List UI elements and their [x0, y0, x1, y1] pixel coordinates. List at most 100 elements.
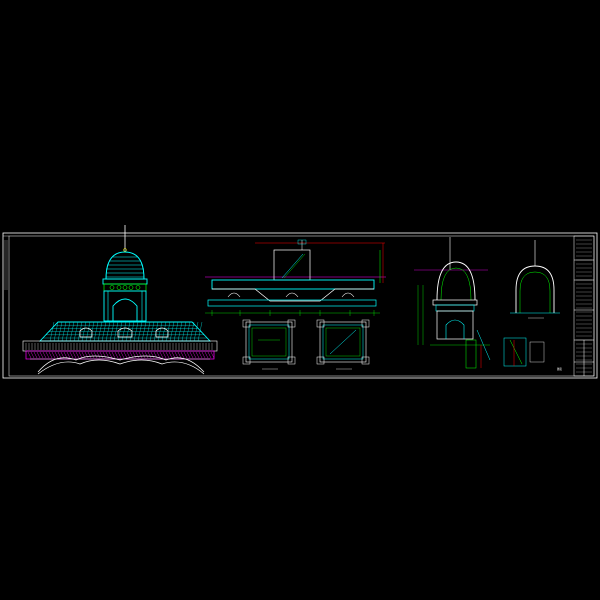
- linework-stroke: [162, 351, 167, 359]
- linework-stroke: [48, 351, 53, 359]
- linework-stroke: [53, 321, 59, 342]
- linework-stroke: [97, 321, 103, 342]
- linework-stroke: [157, 321, 163, 342]
- linework-stroke: [150, 351, 155, 359]
- linework-stroke: [197, 321, 203, 342]
- linework-stroke: [99, 351, 104, 359]
- linework-stroke: [113, 321, 119, 342]
- linework-stroke: [45, 351, 50, 359]
- linework-stroke: [195, 351, 200, 359]
- linework-stroke: [137, 321, 143, 342]
- linework-stroke: [149, 321, 155, 342]
- linework-stroke: [171, 351, 176, 359]
- plan-detail-b: [316, 319, 370, 370]
- linework-stroke: [186, 351, 191, 359]
- linework-stroke: [49, 321, 55, 342]
- linework-stroke: [133, 321, 139, 342]
- linework-stroke: [63, 351, 68, 359]
- linework-stroke: [109, 321, 115, 342]
- front-elevation-view: [22, 225, 218, 375]
- linework-stroke: [192, 351, 197, 359]
- binding-strip: [4, 240, 8, 290]
- linework-stroke: [123, 351, 128, 359]
- dome-outline: [436, 261, 476, 301]
- title-block: [573, 235, 595, 377]
- linework-stroke: [156, 351, 161, 359]
- linework-stroke: [135, 351, 140, 359]
- linework-stroke: [117, 321, 123, 342]
- tower-body: [103, 290, 147, 322]
- bridge-arches: [37, 355, 205, 375]
- linework-stroke: [81, 321, 87, 342]
- linework-stroke: [120, 351, 125, 359]
- section-beam: [207, 299, 377, 307]
- linework-stroke: [101, 321, 107, 342]
- linework-stroke: [69, 321, 75, 342]
- linework-stroke: [36, 351, 41, 359]
- linework-stroke: [174, 351, 179, 359]
- linework-stroke: [27, 351, 32, 359]
- linework-stroke: [66, 351, 71, 359]
- linework-stroke: [201, 351, 206, 359]
- outer-border: [2, 232, 598, 379]
- linework-stroke: [108, 351, 113, 359]
- linework-stroke: [185, 321, 191, 342]
- linework-stroke: [125, 321, 131, 342]
- linework-stroke: [85, 321, 91, 342]
- linework-stroke: [87, 351, 92, 359]
- linework-stroke: [141, 321, 147, 342]
- linework-stroke: [93, 351, 98, 359]
- linework-stroke: [173, 321, 179, 342]
- linework-stroke: [54, 351, 59, 359]
- linework-stroke: [141, 351, 146, 359]
- linework-stroke: [189, 321, 195, 342]
- linework-stroke: [204, 351, 209, 359]
- linework-stroke: [93, 321, 99, 342]
- linework-stroke: [145, 321, 151, 342]
- small-dome-view: [503, 240, 560, 367]
- linework-stroke: [161, 321, 167, 342]
- linework-stroke: [69, 351, 74, 359]
- linework-stroke: [39, 351, 44, 359]
- dome-ribs: [106, 256, 144, 278]
- linework-stroke: [117, 351, 122, 359]
- linework-stroke: [111, 351, 116, 359]
- linework-stroke: [183, 351, 188, 359]
- linework-stroke: [207, 351, 212, 359]
- linework-stroke: [180, 351, 185, 359]
- linework-stroke: [193, 321, 199, 342]
- linework-stroke: [147, 351, 152, 359]
- linework-stroke: [51, 351, 56, 359]
- linework-stroke: [105, 321, 111, 342]
- linework-stroke: [198, 351, 203, 359]
- linework-stroke: [78, 351, 83, 359]
- linework-stroke: [126, 351, 131, 359]
- linework-stroke: [30, 351, 35, 359]
- linework-stroke: [61, 321, 67, 342]
- dome-section-view: [414, 237, 491, 369]
- linework-stroke: [168, 351, 173, 359]
- tower-arch: [112, 298, 138, 321]
- linework-stroke: [57, 351, 62, 359]
- linework-stroke: [65, 321, 71, 342]
- linework-stroke: [75, 351, 80, 359]
- linework-stroke: [73, 321, 79, 342]
- linework-stroke: [90, 351, 95, 359]
- linework-stroke: [159, 351, 164, 359]
- linework-stroke: [33, 351, 38, 359]
- linework-stroke: [177, 321, 183, 342]
- linework-stroke: [114, 351, 119, 359]
- linework-stroke: [177, 351, 182, 359]
- linework-stroke: [210, 351, 215, 359]
- drawing-stamp: 图名: [557, 367, 563, 371]
- linework-stroke: [181, 321, 187, 342]
- linework-stroke: [169, 321, 175, 342]
- linework-stroke: [144, 351, 149, 359]
- linework-stroke: [57, 321, 63, 342]
- roof-tiles: [42, 321, 208, 342]
- roof-dormers: [79, 327, 169, 338]
- linework-stroke: [96, 351, 101, 359]
- plan-detail-a: [242, 319, 296, 370]
- linework-stroke: [189, 351, 194, 359]
